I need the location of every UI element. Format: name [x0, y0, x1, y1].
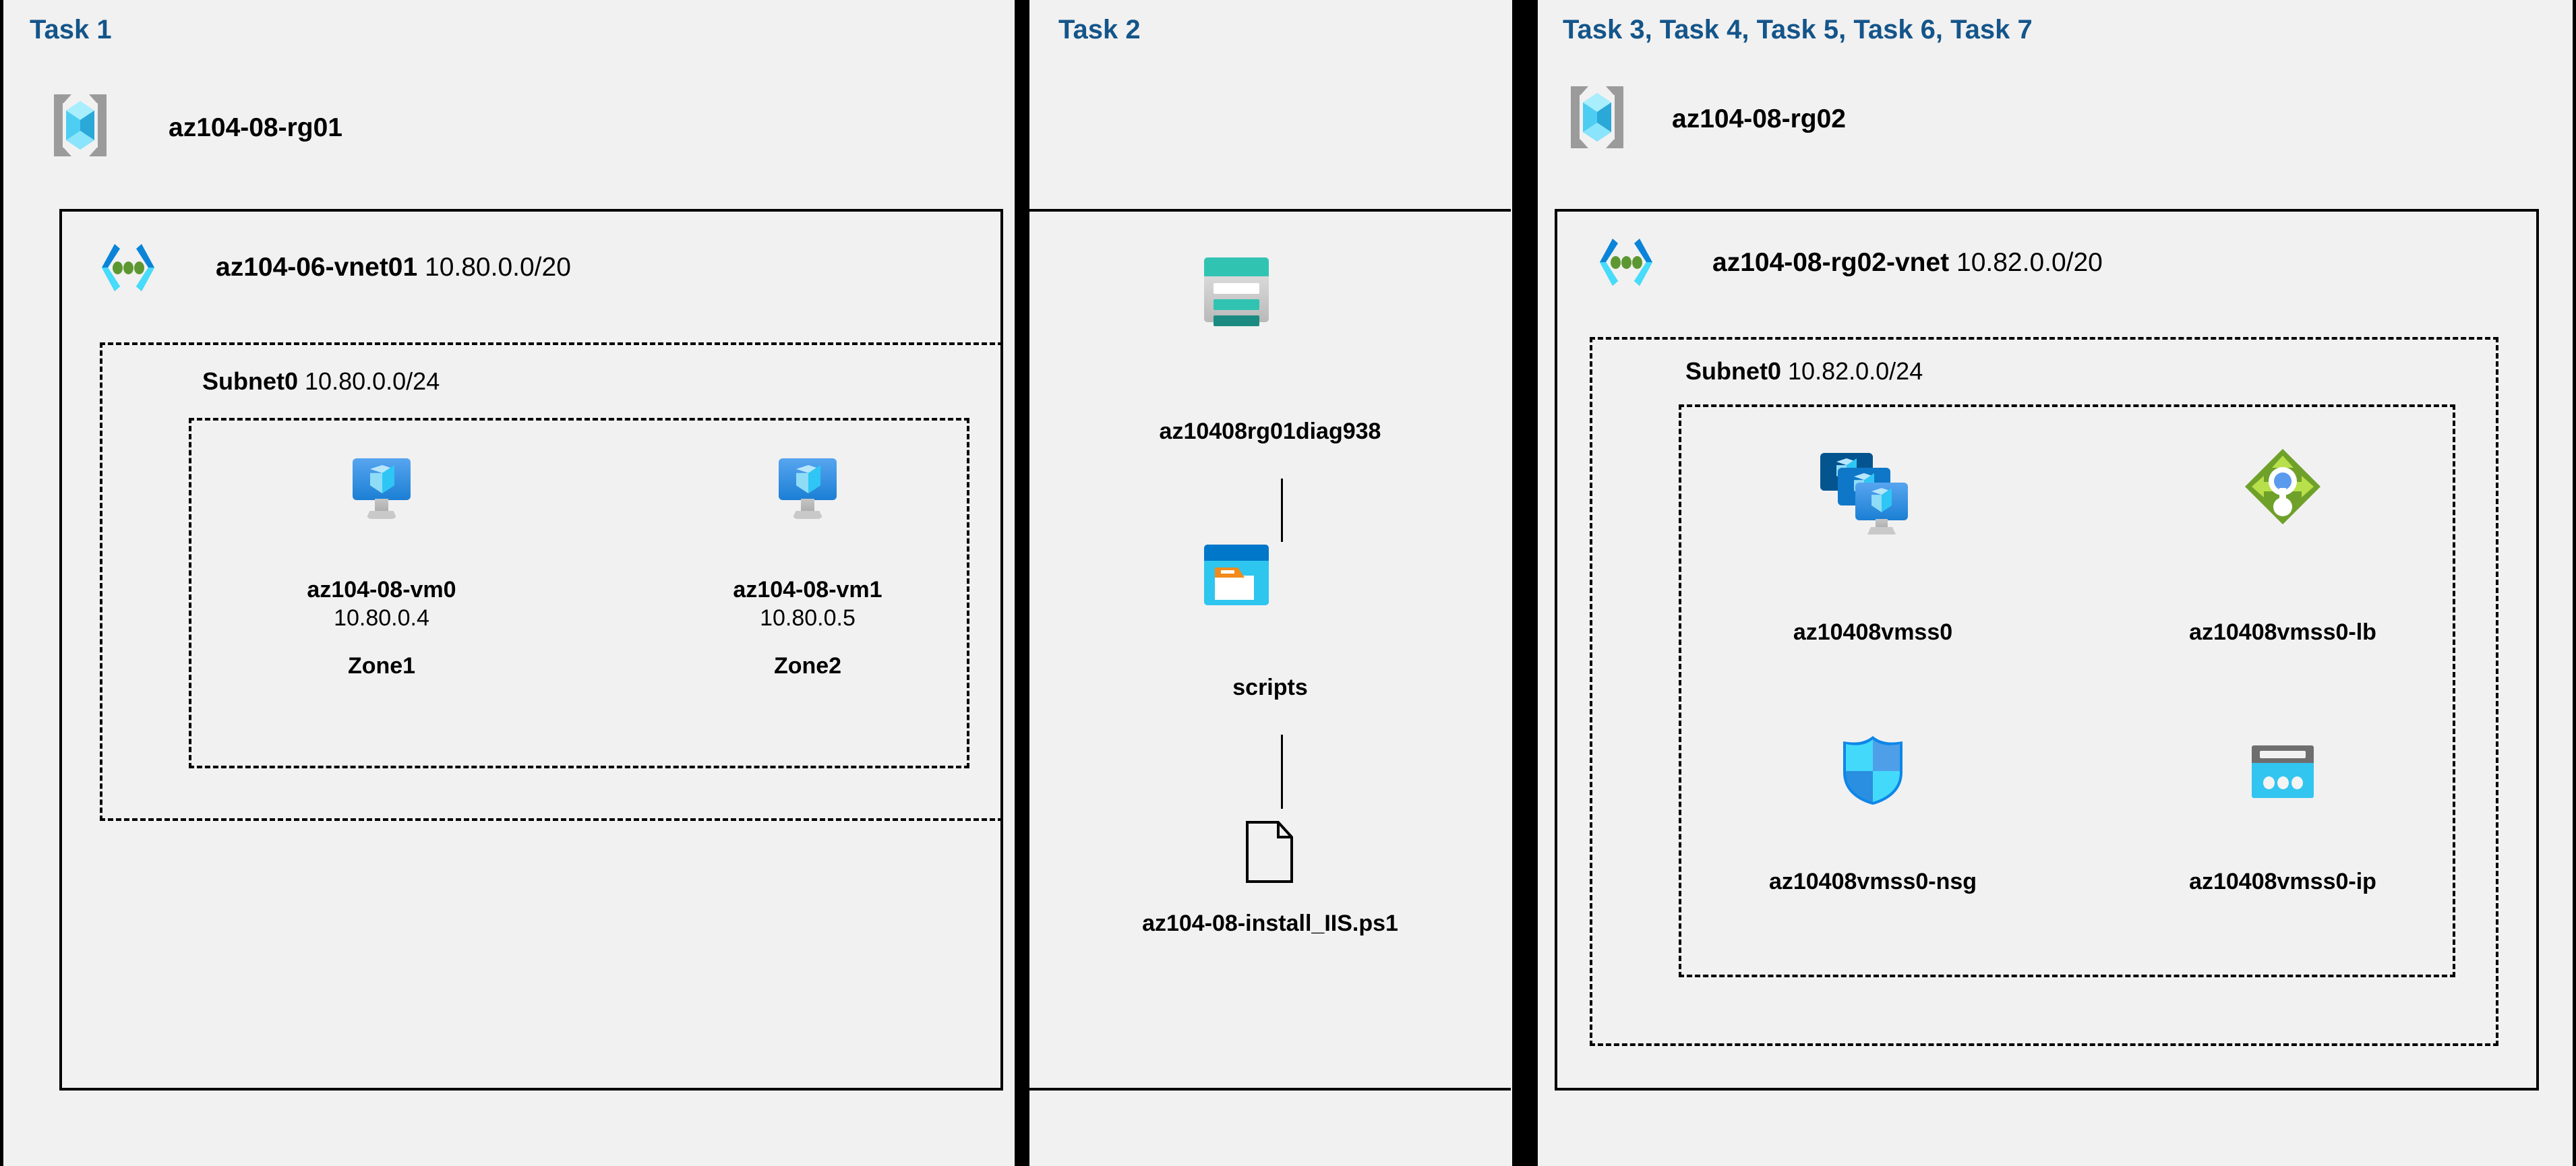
vm-ip-0: 10.80.0.4: [334, 605, 429, 632]
resource-group-icon: [1571, 86, 1623, 148]
storage-account-icon: [1204, 257, 1269, 326]
vm-node-0: az104-08-vm0 10.80.0.4 Zone1: [200, 576, 564, 679]
task2-box: [1029, 209, 1511, 1091]
virtual-machine-icon: [353, 458, 411, 520]
subnet-cidr-1: 10.80.0.0/24: [305, 367, 440, 395]
vm-name-1: az104-08-vm1: [733, 577, 882, 603]
nsg-label: az10408vmss0-nsg: [1768, 869, 1977, 894]
subnet-name-2: Subnet0: [1685, 357, 1782, 385]
storage-account-node: az10408rg01diag938: [1029, 418, 1511, 445]
blob-container-icon: [1204, 545, 1269, 605]
canvas-left-edge: [0, 0, 3, 1166]
task-title-1: Task 1: [30, 15, 112, 44]
subnet-label-1: Subnet0 10.80.0.0/24: [202, 367, 440, 396]
file-icon: [1246, 821, 1293, 883]
vm-ip-1: 10.80.0.5: [760, 605, 856, 632]
canvas-right-edge: [2573, 0, 2576, 1166]
subnet-cidr-2: 10.82.0.0/24: [1788, 357, 1923, 385]
vmss-label: az10408vmss0: [1793, 619, 1953, 645]
resource-group-label-2: az104-08-rg02: [1672, 104, 1846, 133]
virtual-network-icon: [1598, 237, 1654, 287]
subnet-box-2: [1590, 337, 2498, 1046]
connector-container-to-file: [1281, 735, 1283, 809]
script-file-node: az104-08-install_IIS.ps1: [1029, 910, 1511, 937]
vmss-node: az10408vmss0: [1679, 619, 2067, 646]
virtual-machine-icon: [779, 458, 837, 520]
storage-account-label: az10408rg01diag938: [1159, 419, 1381, 444]
virtual-network-icon: [100, 243, 156, 293]
column-divider-1: [1015, 0, 1029, 1166]
subnet-inner-box: [1679, 404, 2455, 977]
availability-zone-box: [189, 418, 969, 768]
blob-container-label: scripts: [1232, 675, 1308, 700]
nsg-node: az10408vmss0-nsg: [1679, 868, 2067, 895]
script-file-label: az104-08-install_IIS.ps1: [1142, 911, 1398, 936]
vm-name-0: az104-08-vm0: [307, 577, 456, 603]
resource-group-box-2: [1555, 209, 2539, 1091]
vm-node-1: az104-08-vm1 10.80.0.5 Zone2: [626, 576, 990, 679]
subnet-label-2: Subnet0 10.82.0.0/24: [1685, 357, 1923, 386]
public-ip-label: az10408vmss0-ip: [2189, 869, 2376, 894]
vnet-cidr-2: 10.82.0.0/20: [1956, 248, 2103, 277]
vm-zone-1: Zone2: [773, 653, 842, 679]
blob-container-node: scripts: [1029, 674, 1511, 701]
task-title-2: Task 2: [1058, 15, 1141, 44]
public-ip-address-icon: [2252, 745, 2314, 798]
network-security-group-icon: [1840, 733, 1905, 807]
resource-group-label-1: az104-08-rg01: [169, 113, 342, 142]
vm-zone-0: Zone1: [347, 653, 416, 679]
resource-group-icon: [54, 94, 107, 156]
load-balancer-label: az10408vmss0-lb: [2189, 619, 2376, 645]
vnet-name-1: az104-06-vnet01: [216, 253, 418, 282]
load-balancer-node: az10408vmss0-lb: [2089, 619, 2477, 646]
public-ip-node: az10408vmss0-ip: [2089, 868, 2477, 895]
subnet-box-1: [100, 342, 1003, 821]
column-divider-2: [1512, 0, 1538, 1166]
vm-scale-set-icon: [1820, 453, 1908, 534]
task-title-3: Task 3, Task 4, Task 5, Task 6, Task 7: [1563, 15, 2033, 44]
vnet-label-2: az104-08-rg02-vnet 10.82.0.0/20: [1712, 248, 2103, 278]
vnet-cidr-1: 10.80.0.0/20: [425, 253, 571, 282]
vnet-name-2: az104-08-rg02-vnet: [1712, 248, 1950, 277]
subnet-name-1: Subnet0: [202, 367, 299, 395]
load-balancer-icon: [2244, 448, 2322, 526]
connector-storage-to-container: [1281, 479, 1283, 542]
vnet-label-1: az104-06-vnet01 10.80.0.0/20: [216, 253, 571, 282]
